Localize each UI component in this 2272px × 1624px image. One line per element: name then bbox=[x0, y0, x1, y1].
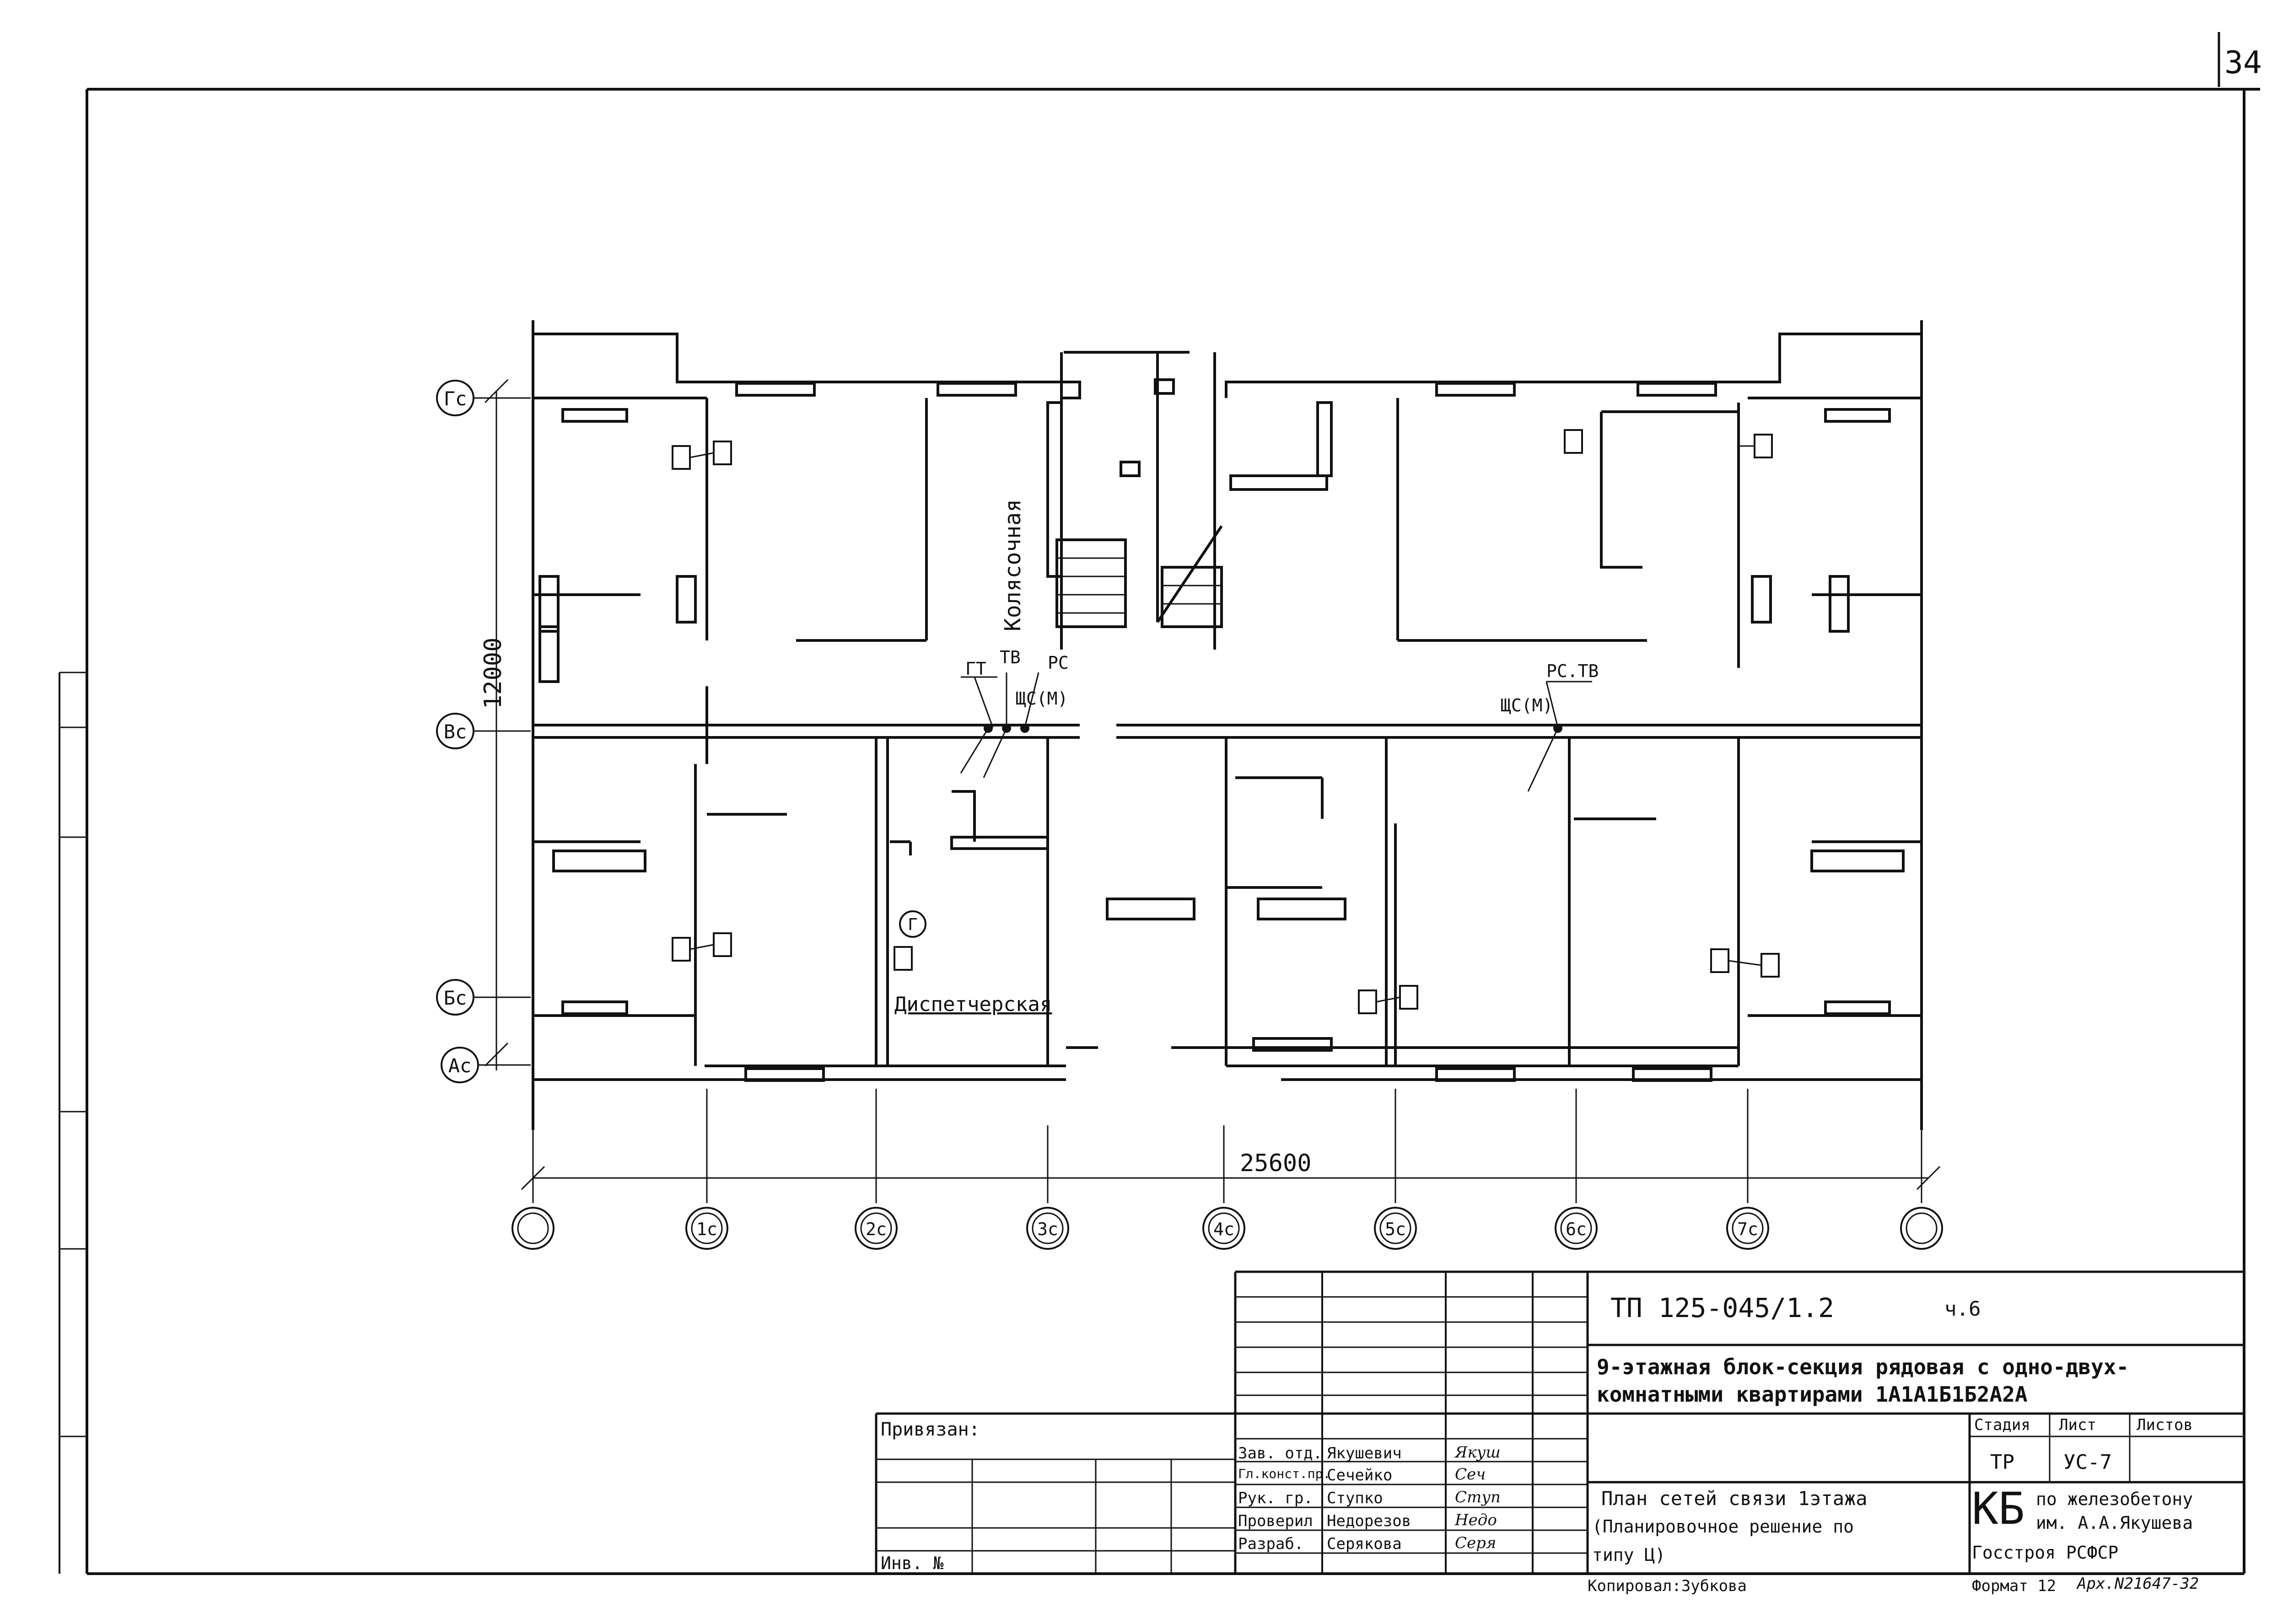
format-label: Формат 12 bbox=[1972, 1577, 2057, 1595]
sheets-header: Листов bbox=[2137, 1416, 2193, 1434]
signer-name-4: Серякова bbox=[1327, 1535, 1402, 1553]
equip-gt: ГТ bbox=[965, 659, 986, 679]
signer-sign-2: Ступ bbox=[1455, 1488, 1501, 1506]
leader-lines bbox=[960, 672, 1592, 792]
drawing-title-1: План сетей связи 1этажа bbox=[1601, 1487, 1868, 1510]
width-dimension: 25600 bbox=[1240, 1150, 1312, 1177]
signer-name-1: Сечейко bbox=[1327, 1466, 1393, 1484]
signer-role-4: Разраб. bbox=[1238, 1535, 1304, 1553]
equip-rs: РС bbox=[1048, 653, 1069, 673]
equip-shs-left: ЩС(М) bbox=[1016, 688, 1068, 709]
column-axis-6c: 6с bbox=[1555, 1207, 1598, 1250]
signer-name-0: Якушевич bbox=[1327, 1444, 1402, 1463]
floor-plan bbox=[532, 320, 1923, 1130]
svg-text:6с: 6с bbox=[1566, 1219, 1587, 1239]
sheet-frame bbox=[59, 32, 2260, 1575]
sheet-value: УС-7 bbox=[2063, 1451, 2112, 1474]
equip-tv: ТВ bbox=[1000, 647, 1021, 667]
title-block-grid bbox=[875, 1270, 2244, 1574]
svg-text:4с: 4с bbox=[1213, 1219, 1234, 1239]
row-axis-vs: Вс bbox=[436, 713, 474, 749]
column-axis-0 bbox=[511, 1207, 555, 1250]
org-line-1: по железобетону bbox=[2036, 1489, 2193, 1509]
height-dimension: 12000 bbox=[479, 637, 507, 709]
column-axis-7c: 7с bbox=[1726, 1207, 1769, 1250]
equip-shs-right: ЩС(М) bbox=[1501, 695, 1553, 715]
project-part: ч.6 bbox=[1944, 1297, 1981, 1321]
column-axis-2c: 2с bbox=[855, 1207, 898, 1250]
column-axis-1c: 1с bbox=[685, 1207, 728, 1250]
drawing-title-2: (Планировочное решение по bbox=[1592, 1516, 1854, 1537]
row-axis-bs: Бс bbox=[436, 979, 474, 1016]
sheet-number: 34 bbox=[2224, 45, 2262, 81]
signer-name-3: Недорезов bbox=[1327, 1512, 1411, 1530]
column-axis-8 bbox=[1900, 1207, 1943, 1250]
row-axis-lines bbox=[474, 397, 531, 1066]
signer-role-1: Гл.конст.пр. bbox=[1238, 1466, 1331, 1481]
inventory-label: Инв. № bbox=[881, 1553, 944, 1573]
gas-label: Г bbox=[908, 915, 918, 934]
svg-text:3с: 3с bbox=[1037, 1219, 1058, 1239]
signer-sign-1: Сеч bbox=[1455, 1465, 1486, 1484]
svg-text:Ас: Ас bbox=[448, 1054, 472, 1077]
column-axis-lines bbox=[532, 1089, 1922, 1203]
column-axis-5c: 5с bbox=[1374, 1207, 1417, 1250]
room-dispatcher: Диспетчерская bbox=[894, 993, 1052, 1016]
org-line-3: Госстроя РСФСР bbox=[1972, 1543, 2119, 1563]
outlet-leads bbox=[689, 445, 1762, 1003]
drawing-title-3: типу Ц) bbox=[1592, 1545, 1666, 1565]
signer-sign-3: Недо bbox=[1455, 1511, 1497, 1529]
svg-text:Бс: Бс bbox=[444, 987, 467, 1009]
project-code: ТП 125-045/1.2 bbox=[1610, 1292, 1834, 1323]
signer-role-0: Зав. отд. bbox=[1238, 1444, 1323, 1463]
org-line-2: им. А.А.Якушева bbox=[2036, 1513, 2193, 1533]
sheet-header: Лист bbox=[2059, 1416, 2096, 1434]
panel-points bbox=[984, 724, 1562, 733]
svg-text:Вс: Вс bbox=[444, 721, 467, 743]
outlet-symbols bbox=[672, 429, 1780, 1014]
row-axis-gs: Гс bbox=[436, 380, 474, 416]
gas-marker bbox=[899, 910, 926, 938]
stage-header: Стадия bbox=[1974, 1416, 2030, 1434]
archive-number: Арх.N21647-32 bbox=[2077, 1575, 2199, 1593]
room-stroller: Колясочная bbox=[1000, 499, 1026, 631]
column-axis-4c: 4с bbox=[1202, 1207, 1245, 1250]
svg-text:2с: 2с bbox=[866, 1219, 887, 1239]
svg-text:Гс: Гс bbox=[444, 387, 467, 410]
equip-rs-tv: РС.ТВ bbox=[1546, 661, 1599, 681]
description-line1: 9-этажная блок-секция рядовая с одно-дву… bbox=[1597, 1355, 2129, 1379]
signer-role-2: Рук. гр. bbox=[1238, 1489, 1313, 1507]
signer-sign-0: Якуш bbox=[1455, 1443, 1501, 1462]
svg-text:7с: 7с bbox=[1737, 1219, 1758, 1239]
bound-label: Привязан: bbox=[881, 1419, 980, 1440]
column-axis-3c: 3с bbox=[1026, 1207, 1069, 1250]
signer-name-2: Ступко bbox=[1327, 1489, 1383, 1507]
signer-sign-4: Серя bbox=[1455, 1534, 1497, 1552]
row-axis-as: Ас bbox=[441, 1047, 479, 1083]
signer-role-3: Проверил bbox=[1238, 1512, 1313, 1530]
svg-text:5с: 5с bbox=[1385, 1219, 1406, 1239]
description-line2: комнатными квартирами 1А1А1Б1Б2А2А bbox=[1597, 1382, 2028, 1407]
dimension-lines bbox=[484, 379, 1941, 1190]
org-logo: КБ bbox=[1972, 1483, 2025, 1534]
svg-text:1с: 1с bbox=[696, 1219, 717, 1239]
copied-by: Копировал:Зубкова bbox=[1588, 1577, 1747, 1595]
stage-value: ТР bbox=[1990, 1451, 2014, 1474]
